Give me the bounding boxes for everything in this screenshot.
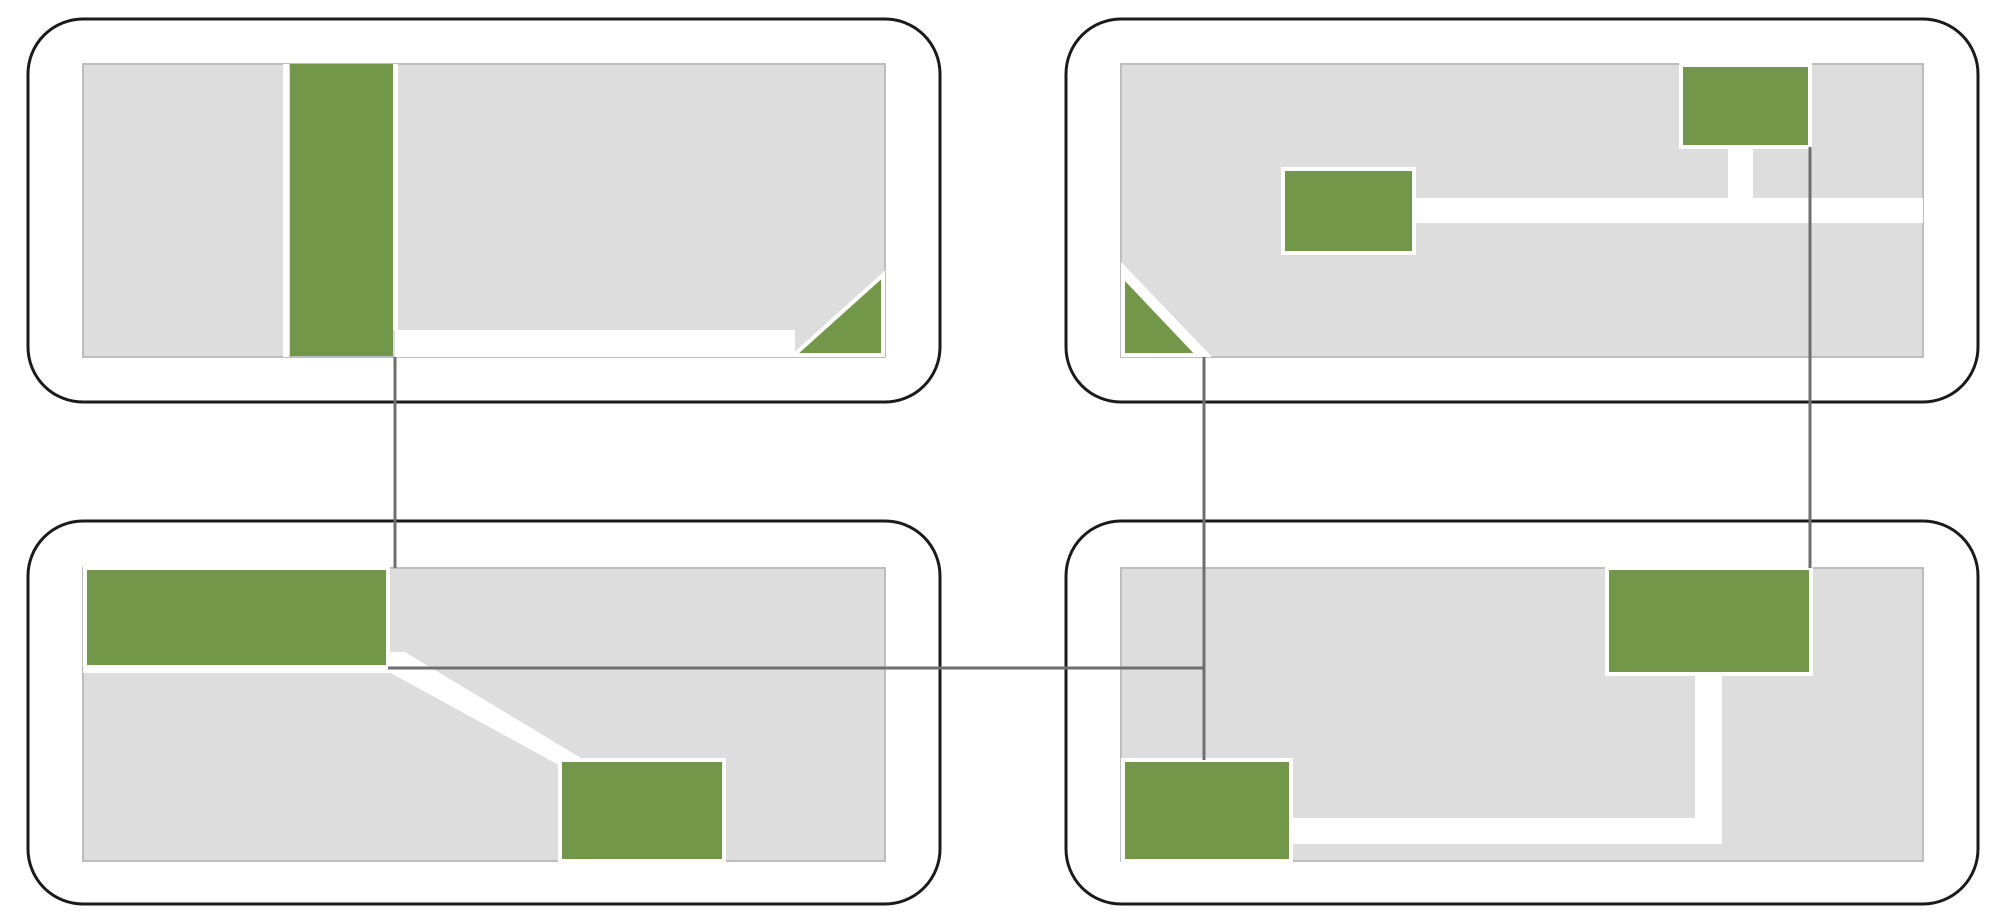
block-triangle [788,270,885,357]
block-top [83,566,390,669]
panel-top-right [1064,17,1980,404]
block-top [1679,63,1812,149]
corridor [1290,818,1722,844]
corridor [283,64,289,357]
corridor [83,666,393,673]
panel-bottom-left [26,519,942,906]
panel-top-left [26,17,942,404]
connectors [388,147,1812,760]
corridor [1695,672,1722,844]
block-triangle [1121,270,1203,357]
panel-bottom-right [1064,519,1980,906]
corridor [395,330,795,357]
corridor [385,652,601,770]
corridor [1121,262,1212,357]
floor-area [82,63,886,358]
block-top-right [1605,566,1813,676]
block-middle [1281,167,1416,255]
block-bottom [558,758,726,863]
corridor [1412,198,1923,223]
block-bottom-left [1121,758,1293,863]
corridor [1728,146,1753,202]
block-vertical [290,64,393,356]
corridor [392,64,398,330]
